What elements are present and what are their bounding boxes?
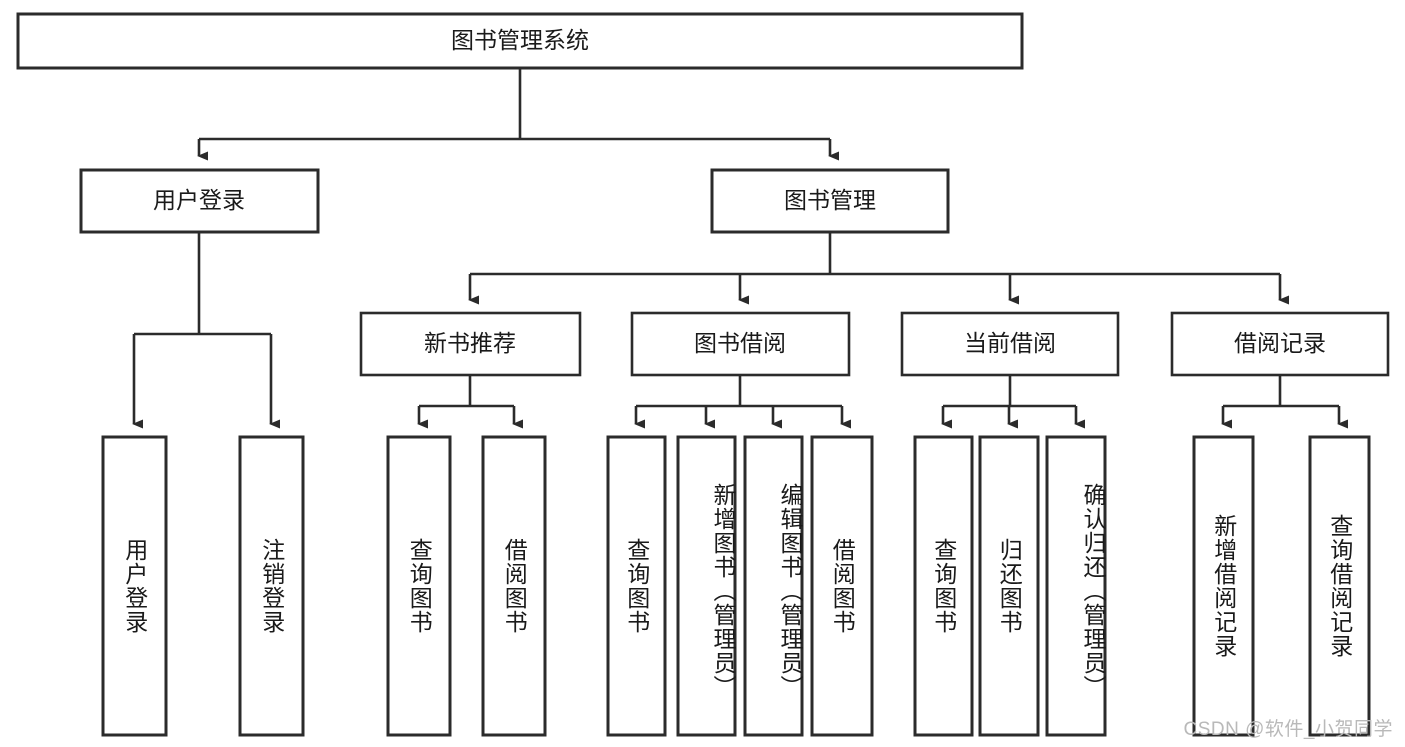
- node-box-user-login[interactable]: [79, 168, 320, 234]
- node-box-leaf-borrow-borrow-book[interactable]: [810, 435, 874, 737]
- node-box-leaf-borrow-add-book[interactable]: [676, 435, 737, 737]
- node-box-book-borrow[interactable]: [630, 311, 851, 377]
- node-box-leaf-current-query-book[interactable]: [913, 435, 974, 737]
- node-box-leaf-records-add-record[interactable]: [1192, 435, 1255, 737]
- node-box-new-book-recommend[interactable]: [359, 311, 582, 377]
- node-label-book-borrow: 图书借阅: [694, 330, 786, 356]
- node-label-user-login: 用户登录: [153, 187, 245, 213]
- node-label-new-book-recommend: 新书推荐: [424, 330, 516, 356]
- node-label-book-management: 图书管理: [784, 187, 876, 213]
- node-box-leaf-recommend-query-book[interactable]: [386, 435, 452, 737]
- csdn-watermark: CSDN @软件_小贺同学: [1183, 719, 1393, 740]
- node-box-leaf-records-query-record[interactable]: [1308, 435, 1371, 737]
- node-box-book-management[interactable]: [710, 168, 950, 234]
- node-label-borrow-records: 借阅记录: [1234, 330, 1326, 356]
- node-box-leaf-current-return-book[interactable]: [978, 435, 1040, 737]
- node-box-current-borrow[interactable]: [900, 311, 1120, 377]
- node-box-root[interactable]: [16, 12, 1024, 70]
- node-label-root: 图书管理系统: [451, 27, 589, 53]
- node-box-group: [16, 12, 1390, 737]
- node-box-leaf-borrow-query-book[interactable]: [606, 435, 667, 737]
- node-box-leaf-current-confirm-return[interactable]: [1045, 435, 1107, 737]
- node-box-leaf-borrow-edit-book[interactable]: [743, 435, 804, 737]
- connector-group: [132, 68, 1349, 429]
- node-box-leaf-user-logout[interactable]: [238, 435, 305, 737]
- node-box-leaf-recommend-borrow-book[interactable]: [481, 435, 547, 737]
- node-box-leaf-user-login[interactable]: [101, 435, 168, 737]
- node-box-borrow-records[interactable]: [1170, 311, 1390, 377]
- node-label-group: 图书管理系统 用户登录 图书管理 新书推荐 图书借阅 当前借阅 借阅记录: [153, 27, 1326, 356]
- node-label-current-borrow: 当前借阅: [964, 330, 1056, 356]
